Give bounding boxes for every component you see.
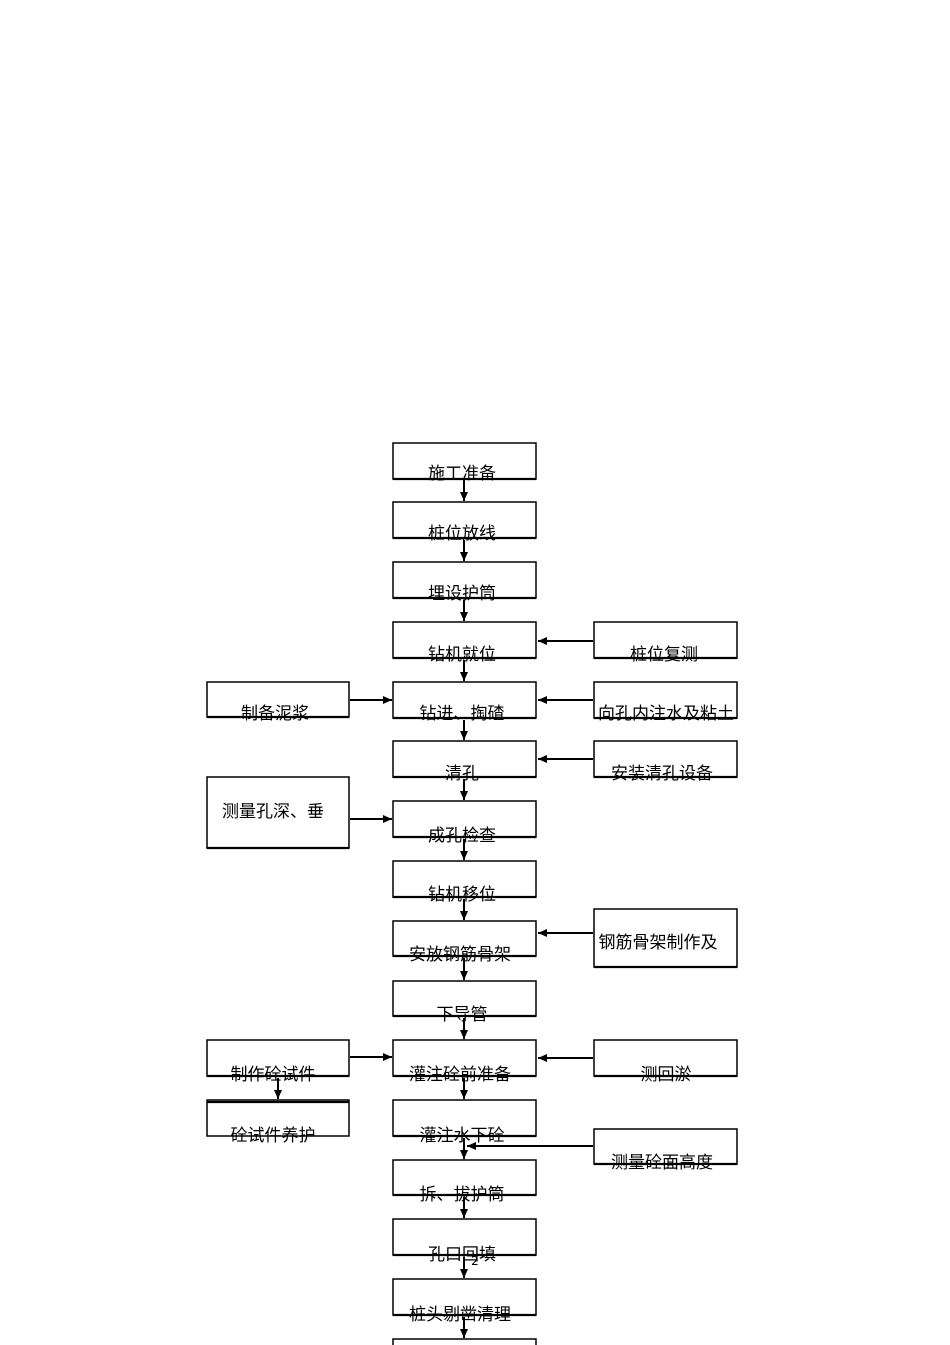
node-label: 施工准备 [428, 464, 496, 484]
node-maishe-hutong: 埋设护筒 [392, 561, 537, 604]
node-label: 测量砼面高度 [611, 1153, 713, 1173]
node-label: 桩头剔凿清理 [409, 1305, 511, 1325]
node-label: 成孔检查 [428, 826, 496, 846]
node-xia-daoguan: 下导管 [392, 980, 537, 1025]
node-label: 埋设护筒 [428, 584, 496, 604]
node-label: 钻机移位 [428, 885, 496, 905]
node-shijian-yanghu: 砼试件养护 [206, 1099, 350, 1146]
node-chengkong-jiancha: 成孔检查 [392, 800, 537, 846]
node-label: 孔口回填 [428, 1245, 496, 1265]
node-zuanji-jiuwei: 钻机就位 [392, 621, 537, 665]
node-zuanji-yiwei: 钻机移位 [392, 860, 537, 905]
connectors [274, 480, 593, 1338]
node-label: 灌注砼前准备 [409, 1065, 511, 1085]
page-number: 2 [471, 1254, 479, 1268]
node-label: 制作砼试件 [231, 1065, 316, 1085]
node-qingkong: 清孔 [392, 740, 537, 784]
node-label: 向孔内注水及粘土 [598, 704, 734, 724]
node-celiang-tong-mian-gaodu: 测量砼面高度 [593, 1128, 738, 1173]
node-label: 制备泥浆 [241, 704, 309, 724]
main-column: 施工准备 桩位放线 埋设护筒 钻机就位 钻进、掏碴 清孔 [392, 442, 537, 1345]
node-label: 桩位放线 [428, 524, 496, 544]
node-label: 下导管 [437, 1005, 488, 1025]
node-next-partial [392, 1338, 537, 1345]
node-ce-huiyu: 测回淤 [593, 1039, 738, 1085]
node-zhizuo-shijian: 制作砼试件 [206, 1039, 350, 1085]
node-label: 测回淤 [641, 1065, 692, 1085]
node-label: 砼试件养护 [231, 1126, 316, 1146]
node-label: 拆、拔护筒 [420, 1185, 505, 1205]
node-chai-ba-hutong: 拆、拔护筒 [392, 1159, 537, 1205]
node-zhuangwei-fuce: 桩位复测 [593, 621, 738, 665]
node-label: 钢筋骨架制作及 [599, 933, 718, 953]
node-label: 桩位复测 [630, 645, 698, 665]
node-anfang-gangjin-gujia: 安放钢筋骨架 [392, 920, 537, 965]
node-label: 测量孔深、垂 [222, 802, 324, 822]
node-guanzhu-qian-zhunbei: 灌注砼前准备 [392, 1039, 537, 1085]
left-column: 制备泥浆 测量孔深、垂 制作砼试件 砼试件养护 [206, 681, 350, 1146]
node-label: 钻进、掏碴 [420, 704, 505, 724]
node-label: 钻机就位 [428, 645, 496, 665]
node-label: 安放钢筋骨架 [409, 945, 511, 965]
node-celiang-kongshen: 测量孔深、垂 [206, 776, 350, 850]
node-shigong-zhunbei: 施工准备 [392, 442, 537, 484]
node-gangjin-gujia-zhizuo: 钢筋骨架制作及 [593, 908, 738, 969]
node-kongkou-huitian: 孔口回填 [392, 1218, 537, 1265]
node-label: 安装清孔设备 [611, 764, 713, 784]
node-zhushui-niantu: 向孔内注水及粘土 [593, 681, 738, 724]
node-zhuangtou-tizao: 桩头剔凿清理 [392, 1278, 537, 1325]
node-zhuangwei-fangxian: 桩位放线 [392, 501, 537, 544]
node-guanzhu-shuixia: 灌注水下砼 [392, 1099, 537, 1146]
right-column: 桩位复测 向孔内注水及粘土 安装清孔设备 钢筋骨架制作及 测回淤 测量砼面高度 [593, 621, 738, 1173]
node-zhibei-nijiang: 制备泥浆 [206, 681, 350, 724]
node-anzhuang-qingkong-shebei: 安装清孔设备 [593, 740, 738, 784]
node-label: 灌注水下砼 [420, 1126, 505, 1146]
node-label: 清孔 [445, 764, 479, 784]
node-zuanjin-taocha: 钻进、掏碴 [392, 681, 537, 724]
